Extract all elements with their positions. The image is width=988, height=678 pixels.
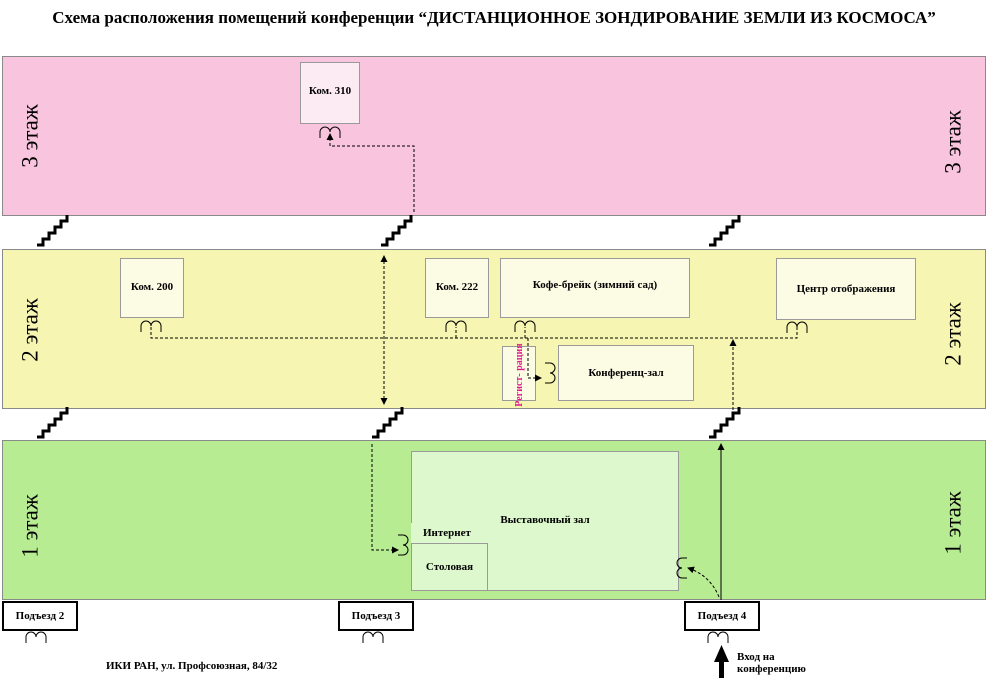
address: ИКИ РАН, ул. Профсоюзная, 84/32: [106, 660, 278, 672]
entrance-4[interactable]: Подъезд 4: [684, 601, 760, 631]
room-conference-hall[interactable]: Конференц-зал: [558, 345, 694, 401]
room-200[interactable]: Ком. 200: [120, 258, 184, 318]
room-dining[interactable]: Столовая: [411, 543, 488, 591]
entrance-2[interactable]: Подъезд 2: [2, 601, 78, 631]
route-line: [150, 133, 798, 598]
floor-3: [2, 56, 986, 216]
stairs-icon: [37, 215, 741, 247]
entrance-3[interactable]: Подъезд 3: [338, 601, 414, 631]
door-icon: [25, 126, 808, 643]
page-title: Схема расположения помещений конференции…: [52, 8, 936, 27]
entry-label: Вход на конференцию: [737, 651, 806, 675]
room-222[interactable]: Ком. 222: [425, 258, 489, 318]
room-display-center[interactable]: Центр отображения: [776, 258, 916, 320]
entry-arrow-icon: [714, 645, 729, 678]
room-310[interactable]: Ком. 310: [300, 62, 360, 124]
stairs-icon: [37, 407, 741, 439]
room-coffee-break[interactable]: Кофе-брейк (зимний сад): [500, 258, 690, 318]
room-internet[interactable]: Интернет: [411, 523, 491, 543]
registration-desk[interactable]: Регист- рация: [502, 343, 536, 407]
